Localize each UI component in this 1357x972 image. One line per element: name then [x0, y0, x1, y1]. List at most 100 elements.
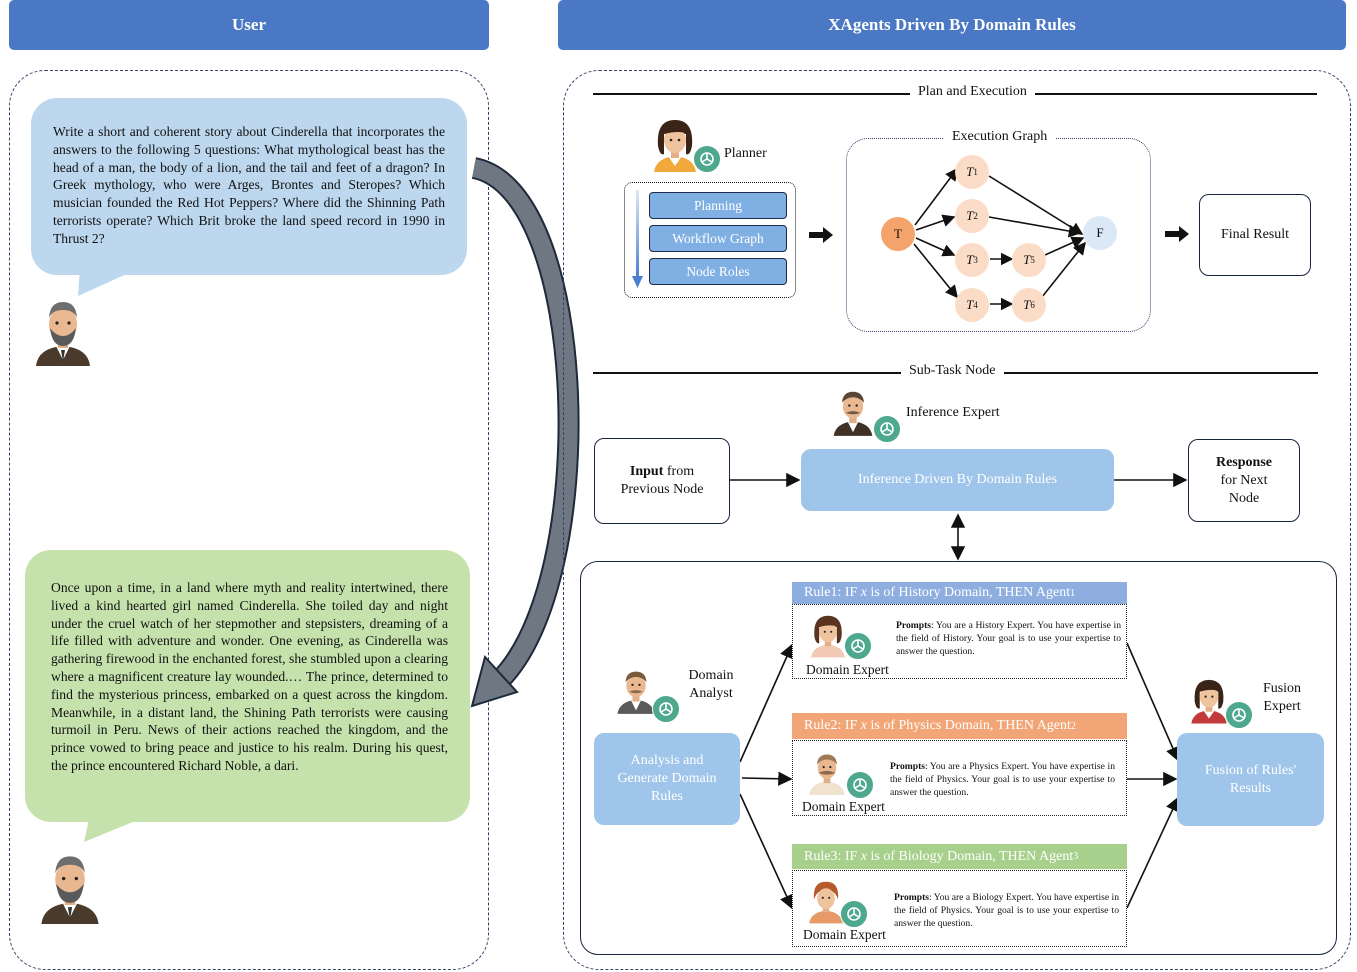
- analysis-box-label: Analysis and Generate Domain Rules: [617, 753, 717, 804]
- input-bold-label: Input: [629, 464, 664, 479]
- task-node-1-label: T: [966, 164, 974, 179]
- rules-panel: [580, 561, 1337, 955]
- start-node-label: T: [894, 226, 902, 241]
- start-node: T: [881, 217, 915, 251]
- chatgpt-icon-fusion: [1225, 701, 1253, 729]
- end-node: F: [1083, 216, 1117, 250]
- rule-2-header-text: Rule2: IF x is of Physics Domain, THEN A…: [804, 718, 1071, 733]
- planner-steps-box: [624, 182, 796, 298]
- fusion-expert-avatar-icon: [1191, 679, 1227, 724]
- fusion-box: Fusion of Rules' Results: [1177, 733, 1324, 826]
- rule-3-header-sub: 3: [1073, 851, 1079, 862]
- domain-analyst-label: Domain Analyst: [688, 668, 734, 701]
- fusion-box-label: Fusion of Rules' Results: [1204, 762, 1297, 796]
- analysis-box: Analysis and Generate Domain Rules: [594, 733, 740, 825]
- node-roles-step-label: Node Roles: [686, 263, 750, 279]
- task-node-3-label: T: [966, 252, 974, 267]
- user-header: User: [9, 0, 489, 50]
- question-text: Write a short and coherent story about C…: [53, 124, 445, 246]
- domain-expert-2-avatar-icon: [809, 754, 845, 795]
- rule-2-header-sub: 2: [1070, 720, 1076, 732]
- user-avatar-icon-2: [41, 856, 99, 924]
- user-panel: [9, 70, 489, 970]
- rule-3-header: Rule3: IF x is of Biology Domain, THEN A…: [792, 844, 1127, 869]
- rule-1-prompt: Prompts: You are a History Expert. You h…: [896, 619, 1121, 658]
- task-node-1-sub: 1: [973, 167, 978, 177]
- end-node-label: F: [1096, 225, 1104, 240]
- chatgpt-icon: [693, 145, 721, 173]
- xagents-panel: [563, 70, 1351, 970]
- chatgpt-icon-analyst: [652, 695, 680, 723]
- task-node-4-label: T: [966, 297, 974, 312]
- planning-step-label: Planning: [693, 197, 742, 213]
- task-node-6-sub: 6: [1030, 300, 1035, 310]
- rule-1-prompt-text: : You are a History Expert. You have exp…: [896, 620, 1121, 657]
- answer-text: Once upon a time, in a land where myth a…: [51, 580, 448, 773]
- task-node-3-sub: 3: [973, 255, 978, 265]
- answer-bubble: Once upon a time, in a land where myth a…: [25, 550, 470, 822]
- rule-1-header-sub: 1: [1070, 587, 1076, 599]
- domain-expert-3-avatar-icon: [809, 881, 843, 924]
- user-avatar-icon: [36, 302, 90, 366]
- rule-2-body: [792, 740, 1127, 816]
- domain-expert-2-label: Domain Expert: [802, 799, 885, 814]
- user-header-label: User: [232, 15, 266, 34]
- domain-expert-3-label: Domain Expert: [803, 927, 886, 942]
- xagents-header-label: XAgents Driven By Domain Rules: [828, 15, 1076, 34]
- rule-3-prompt: Prompts: You are a Biology Expert. You h…: [894, 891, 1119, 930]
- workflow-graph-step: Workflow Graph: [649, 225, 787, 252]
- chatgpt-icon-expert-3: [840, 900, 868, 928]
- inference-driven-box: Inference Driven By Domain Rules: [801, 449, 1114, 511]
- inference-expert-avatar-icon: [833, 391, 873, 436]
- rule-2-header: Rule2: IF x is of Physics Domain, THEN A…: [792, 713, 1127, 739]
- response-bold-label: Response: [1215, 454, 1272, 470]
- rule-2-prompt: Prompts: You are a Physics Expert. You h…: [890, 760, 1115, 799]
- subtask-section-title: Sub-Task Node: [901, 363, 1004, 379]
- task-node-4-sub: 4: [973, 300, 978, 310]
- rule-2-prompt-text: : You are a Physics Expert. You have exp…: [890, 761, 1115, 798]
- rule-1-header-text: Rule1: IF x is of History Domain, THEN A…: [804, 585, 1071, 600]
- rule-2-prompt-bold: Prompts: [890, 761, 925, 772]
- rule-3-header-text: Rule3: IF x is of Biology Domain, THEN A…: [804, 848, 1074, 864]
- input-rest-label: from Previous Node: [620, 464, 704, 497]
- response-for-next-node-box: Response for Next Node: [1188, 439, 1300, 522]
- chatgpt-icon-expert-1: [844, 632, 872, 660]
- answer-bubble-tail: [84, 815, 150, 842]
- final-result-box: Final Result: [1199, 194, 1311, 276]
- fusion-expert-label: Fusion Expert: [1262, 681, 1302, 714]
- rule-1-header: Rule1: IF x is of History Domain, THEN A…: [792, 582, 1127, 604]
- domain-expert-1-label: Domain Expert: [806, 662, 889, 677]
- rule-3-prompt-text: : You are a Biology Expert. You have exp…: [894, 892, 1119, 929]
- task-node-5-sub: 5: [1030, 255, 1035, 265]
- domain-analyst-avatar-icon: [617, 671, 655, 714]
- chatgpt-icon-inference: [873, 415, 901, 443]
- planning-step: Planning: [649, 192, 787, 219]
- input-from-previous-node-box: Input from Previous Node: [594, 438, 730, 524]
- planner-label: Planner: [724, 146, 767, 161]
- task-node-6-label: T: [1023, 297, 1031, 312]
- response-rest-label: for Next Node: [1220, 472, 1268, 506]
- node-roles-step: Node Roles: [649, 258, 787, 285]
- task-node-2-label: T: [966, 208, 974, 223]
- planner-avatar-icon: [654, 120, 696, 172]
- final-result-label: Final Result: [1220, 227, 1290, 242]
- steps-arrow-icon: [632, 190, 643, 288]
- rule-1-prompt-bold: Prompts: [896, 620, 931, 631]
- xagents-header: XAgents Driven By Domain Rules: [558, 0, 1346, 50]
- task-node-5-label: T: [1023, 252, 1031, 267]
- question-bubble: Write a short and coherent story about C…: [31, 98, 467, 275]
- execution-graph-title: Execution Graph: [944, 129, 1056, 145]
- plan-section-title: Plan and Execution: [910, 84, 1035, 100]
- rule-3-prompt-bold: Prompts: [894, 892, 929, 903]
- inference-driven-label: Inference Driven By Domain Rules: [857, 472, 1058, 487]
- inference-expert-label: Inference Expert: [906, 405, 1000, 420]
